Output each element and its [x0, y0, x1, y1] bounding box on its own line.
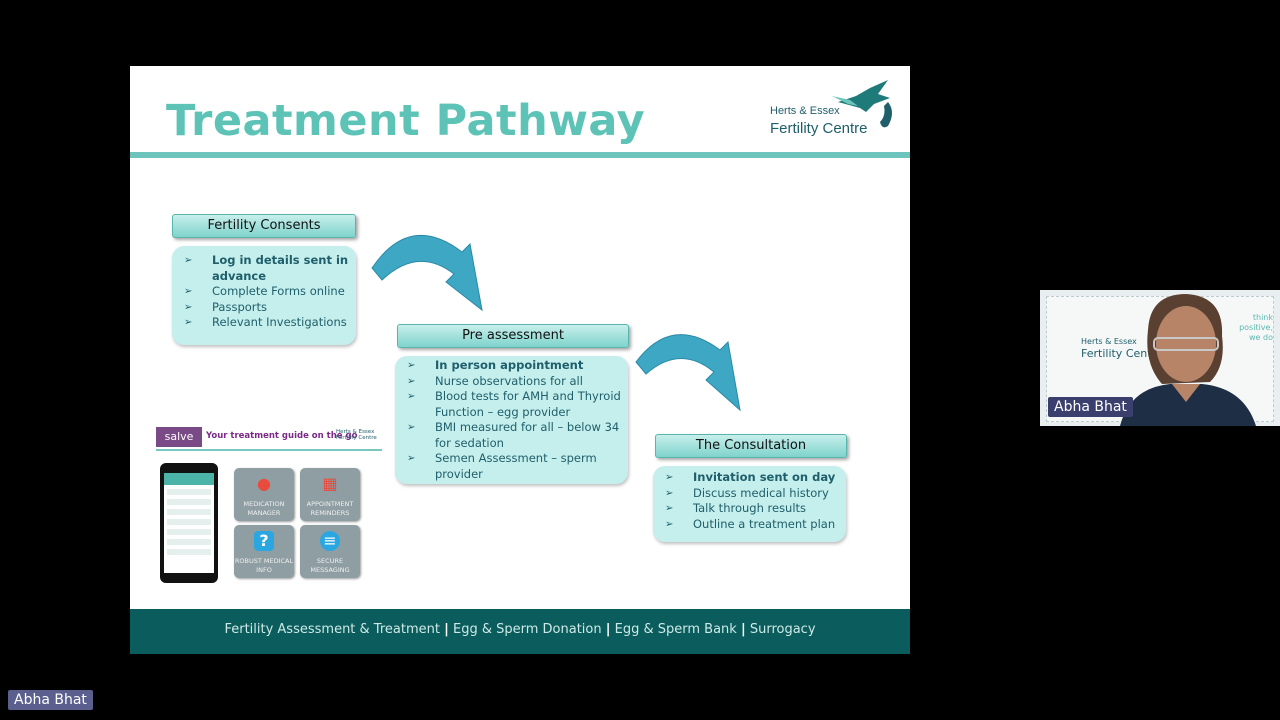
bullet-arrow-icon: ➢	[184, 255, 193, 266]
footer-separator: |	[444, 622, 449, 637]
question-icon: ?	[254, 531, 274, 551]
bullet-text: Invitation sent on day	[693, 470, 836, 484]
bullet-text: Relevant Investigations	[212, 315, 347, 329]
footer-item: Egg & Sperm Bank	[614, 622, 737, 637]
title-divider	[130, 152, 910, 158]
bullet-item: ➢ BMI measured for all – below 34 for sed…	[395, 420, 628, 451]
mini-logo-line1: Herts & Essex	[336, 429, 375, 435]
bullet-arrow-icon: ➢	[184, 317, 193, 328]
consultation-box: ➢ Invitation sent on day ➢ Discuss medical …	[653, 466, 846, 542]
mini-clinic-logo: Herts & Essex Fertility Centre	[336, 429, 377, 441]
curved-arrow-icon	[371, 234, 483, 312]
app-tile-appointment: ▦ APPOINTMENT REMINDERS	[300, 468, 360, 521]
bullet-arrow-icon: ➢	[184, 301, 193, 313]
bullet-item: ➢ Discuss medical history	[653, 486, 846, 502]
bullet-item: ➢ Nurse observations for all	[395, 374, 628, 390]
banner-underline	[156, 449, 382, 451]
bullet-text: BMI measured for all – below 34 for seda…	[435, 420, 620, 450]
phone-screen	[164, 473, 214, 573]
tile-label: ROBUST MEDICAL INFO	[234, 557, 294, 574]
footer-item: Surrogacy	[749, 622, 816, 637]
salve-app-banner: salve Your treatment guide on the go Her…	[156, 427, 382, 451]
bg-logo-line2: Fertility Centre	[1081, 347, 1163, 360]
footer-separator: |	[740, 622, 746, 637]
bullet-arrow-icon: ➢	[407, 391, 416, 402]
bullet-arrow-icon: ➢	[665, 472, 674, 483]
bullet-arrow-icon: ➢	[407, 453, 416, 464]
app-tile-medication: ● MEDICATION MANAGER	[234, 468, 294, 521]
bullet-item: ➢ Passports	[172, 300, 356, 316]
clinic-logo: Herts & Essex Fertility Centre	[768, 78, 903, 140]
phone-mockup	[160, 463, 218, 583]
bullet-arrow-icon: ➢	[665, 487, 674, 499]
curved-arrow-icon	[635, 334, 741, 412]
bullet-text: Passports	[212, 299, 268, 314]
logo-line1: Herts & Essex	[770, 105, 840, 117]
speaker-name-label: Abha Bhat	[1048, 397, 1133, 417]
pill-icon: ●	[257, 474, 271, 493]
bullet-item: ➢ Talk through results	[653, 501, 846, 517]
slide-title: Treatment Pathway	[166, 96, 646, 146]
bullet-arrow-icon: ➢	[184, 286, 193, 297]
pre-assessment-heading: Pre assessment	[397, 324, 629, 348]
footer-item: Fertility Assessment & Treatment	[224, 622, 440, 637]
bullet-item: ➢ Semen Assessment – sperm provider	[395, 451, 628, 482]
chat-icon: ≡	[320, 531, 340, 551]
app-tile-messaging: ≡ SECURE MESSAGING	[300, 525, 360, 578]
tile-label: MEDICATION MANAGER	[243, 500, 285, 517]
consents-heading: Fertility Consents	[172, 214, 356, 238]
self-name-label: Abha Bhat	[8, 690, 93, 710]
tile-label: SECURE MESSAGING	[310, 557, 350, 574]
bullet-item: ➢ Relevant Investigations	[172, 315, 356, 331]
bg-slogan-line2: we do	[1249, 333, 1273, 342]
salve-tagline: Your treatment guide on the go	[206, 431, 358, 441]
bg-slogan: think positive, we do	[1217, 313, 1273, 343]
bg-logo-line1: Herts & Essex	[1081, 337, 1137, 346]
consents-box: ➢ Log in details sent in advance ➢ Complete…	[172, 246, 356, 345]
speaker-avatar	[1120, 294, 1256, 426]
bullet-item: ➢ Complete Forms online	[172, 284, 356, 300]
bullet-arrow-icon: ➢	[665, 503, 674, 514]
presentation-slide: Treatment Pathway Herts & Essex Fertilit…	[130, 66, 910, 654]
bullet-text: Discuss medical history	[693, 485, 829, 500]
logo-line2: Fertility Centre	[770, 120, 868, 137]
bullet-arrow-icon: ➢	[407, 360, 416, 371]
bullet-text: Semen Assessment – sperm provider	[435, 451, 597, 481]
bullet-item: ➢ Log in details sent in advance	[172, 253, 356, 284]
consultation-heading: The Consultation	[655, 434, 847, 458]
bullet-arrow-icon: ➢	[665, 518, 674, 530]
bullet-text: Complete Forms online	[212, 284, 345, 298]
bullet-item: ➢ Outline a treatment plan	[653, 517, 846, 533]
footer-item: Egg & Sperm Donation	[452, 622, 602, 637]
bullet-item: ➢ Invitation sent on day	[653, 470, 846, 486]
salve-badge: salve	[156, 427, 202, 447]
mini-logo-line2: Fertility Centre	[336, 435, 377, 441]
stork-icon	[832, 80, 892, 128]
bullet-arrow-icon: ➢	[407, 422, 416, 433]
footer-text: Fertility Assessment & Treatment | Egg &…	[130, 622, 910, 637]
bullet-text: Nurse observations for all	[435, 373, 583, 388]
tile-label: APPOINTMENT REMINDERS	[306, 500, 354, 517]
bullet-text: Outline a treatment plan	[693, 516, 836, 531]
bullet-item: ➢ Blood tests for AMH and Thyroid Functio…	[395, 389, 628, 420]
bullet-text: In person appointment	[435, 358, 584, 372]
app-tile-medical-info: ? ROBUST MEDICAL INFO	[234, 525, 294, 578]
calendar-icon: ▦	[322, 474, 338, 493]
bg-slogan-line1: think positive,	[1239, 313, 1273, 332]
pre-assessment-box: ➢ In person appointment ➢ Nurse observation…	[395, 356, 628, 484]
bullet-text: Talk through results	[693, 501, 807, 515]
bullet-text: Log in details sent in advance	[212, 253, 349, 283]
bullet-text: Blood tests for AMH and Thyroid Function…	[435, 389, 621, 419]
footer-separator: |	[605, 622, 611, 637]
bullet-item: ➢ In person appointment	[395, 358, 628, 374]
bullet-arrow-icon: ➢	[407, 375, 416, 387]
slide-footer: Fertility Assessment & Treatment | Egg &…	[130, 609, 910, 654]
